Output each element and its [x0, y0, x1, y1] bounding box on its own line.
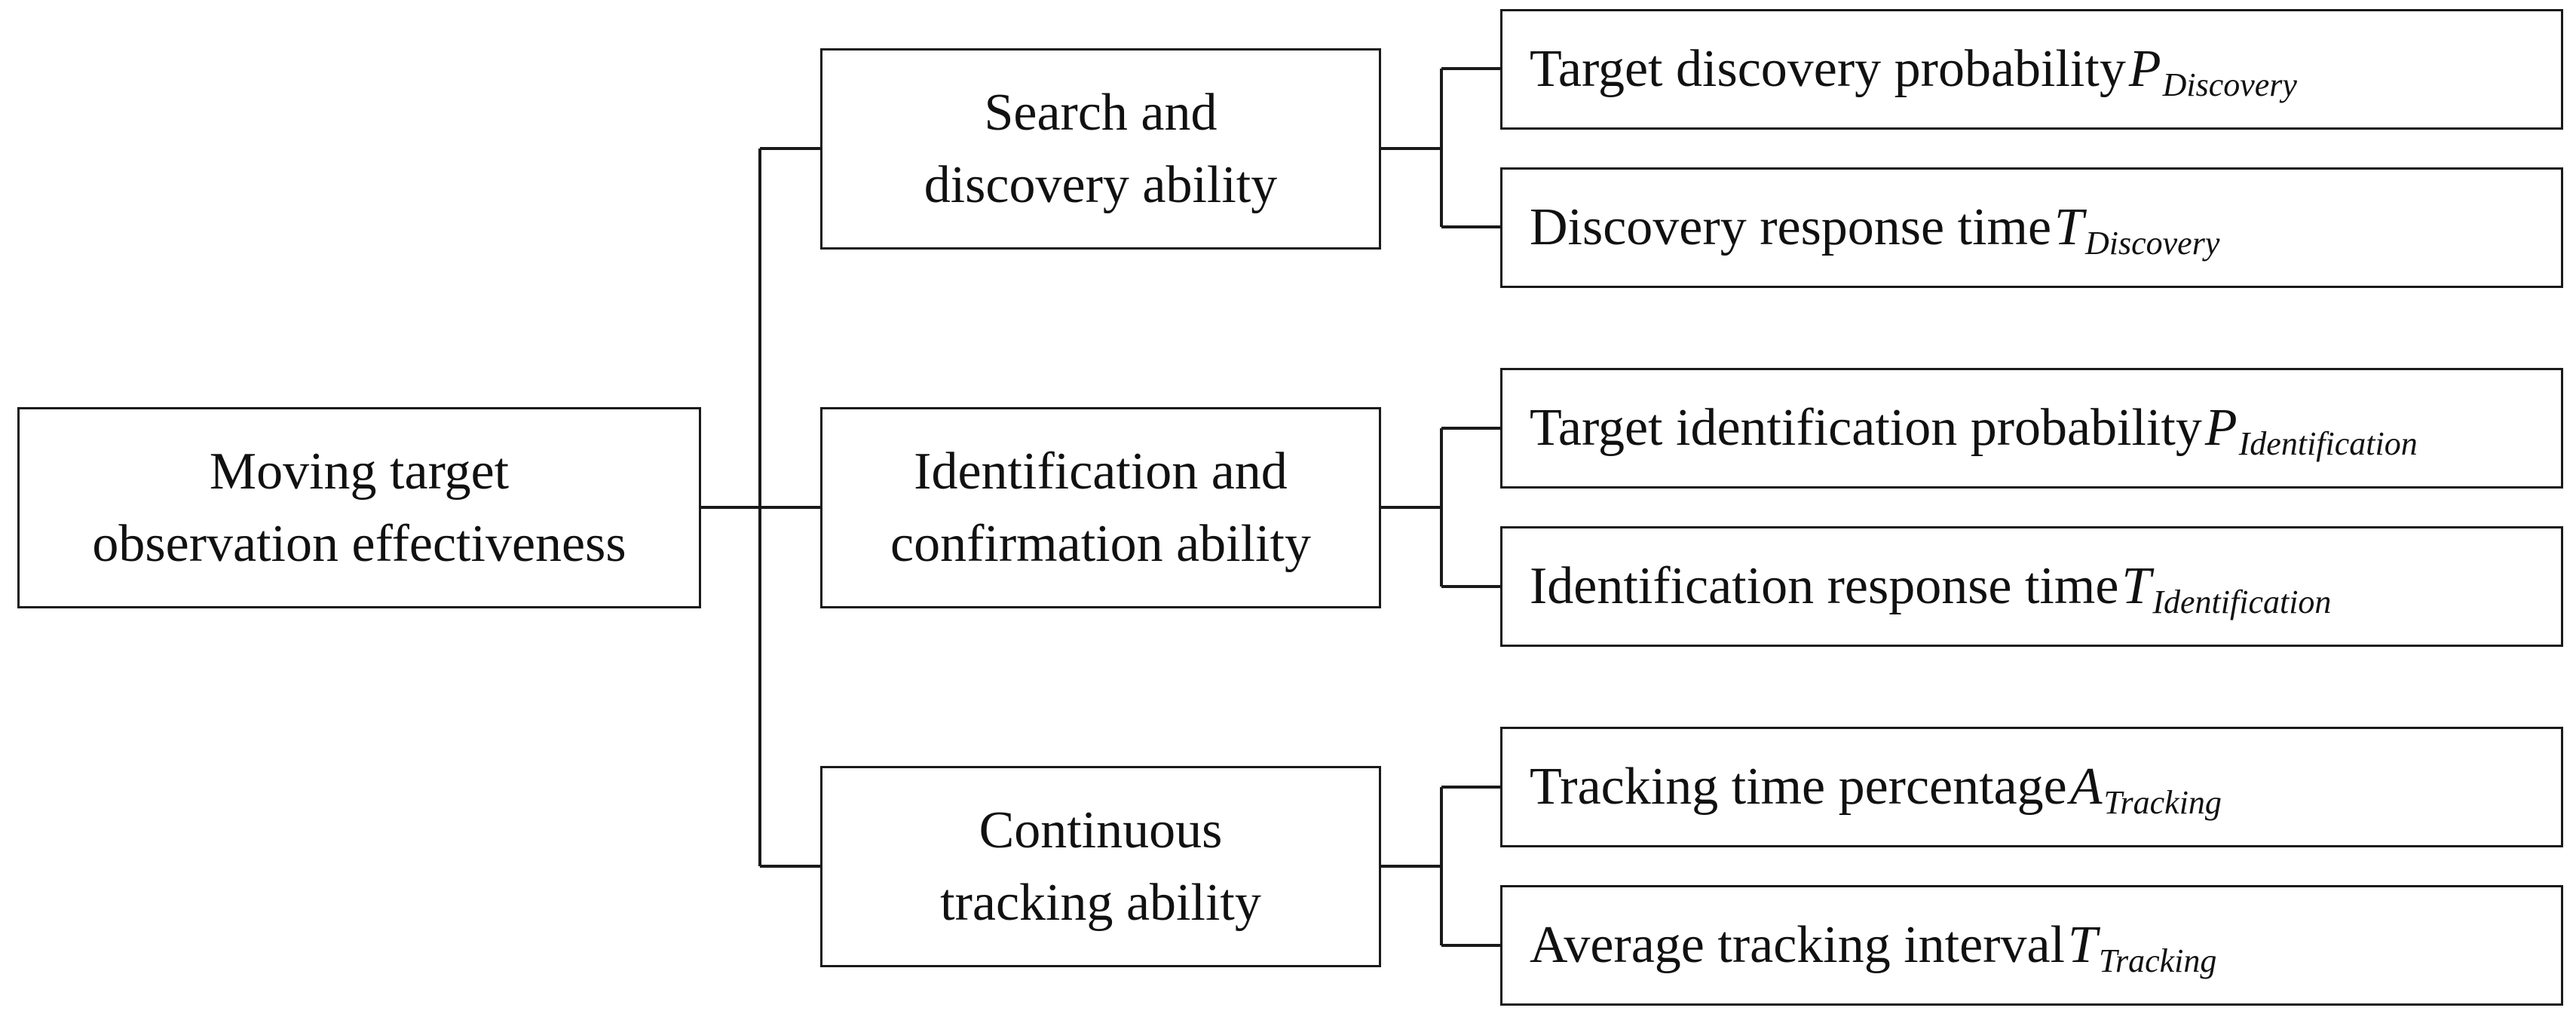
indicator-label: Average tracking interval — [1530, 916, 2066, 974]
ability-label-line1: Search and — [984, 83, 1218, 142]
indicator-symbol: T — [2068, 916, 2097, 974]
indicator-symbol: P — [2204, 399, 2238, 457]
ability-node-search: Search and discovery ability — [820, 48, 1381, 250]
indicator-subscript: Discovery — [2084, 224, 2220, 262]
indicator-subscript: Tracking — [2098, 942, 2217, 979]
ability-label-line1: Identification and — [914, 442, 1288, 501]
indicator-symbol: T — [2121, 557, 2152, 615]
indicator-symbol: P — [2128, 40, 2161, 98]
ability-node-tracking: Continuous tracking ability — [820, 766, 1381, 967]
indicator-subscript: Discovery — [2162, 66, 2297, 103]
ability-label-line2: confirmation ability — [890, 514, 1311, 573]
indicator-label: Identification response time — [1530, 557, 2119, 615]
ability-label-line2: discovery ability — [924, 155, 1278, 214]
indicator-subscript: Identification — [2238, 424, 2418, 462]
root-label-line2: observation effectiveness — [92, 514, 626, 573]
indicator-label: Discovery response time — [1530, 198, 2052, 256]
indicator-label: Target discovery probability — [1530, 40, 2126, 98]
indicator-label: Tracking time percentage — [1530, 758, 2067, 816]
root-node: Moving target observation effectiveness — [17, 407, 701, 608]
ability-label-line1: Continuous — [979, 801, 1223, 859]
indicator-symbol: T — [2054, 198, 2084, 256]
indicator-subscript: Identification — [2152, 583, 2332, 620]
ability-label-line2: tracking ability — [940, 873, 1261, 932]
indicator-label: Target identification probability — [1530, 399, 2202, 457]
root-label-line1: Moving target — [209, 442, 510, 501]
ability-node-identification: Identification and confirmation ability — [820, 407, 1381, 608]
indicator-subscript: Tracking — [2103, 783, 2222, 821]
indicator-symbol: A — [2069, 758, 2103, 816]
